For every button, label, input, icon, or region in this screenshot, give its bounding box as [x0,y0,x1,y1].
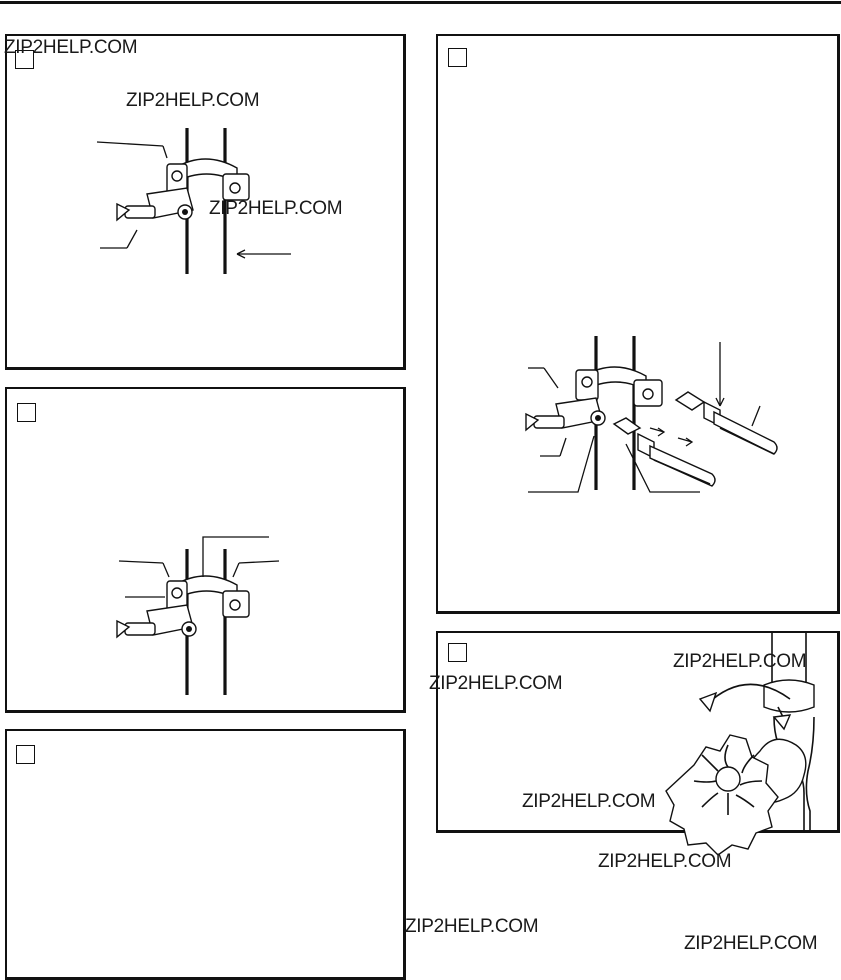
step-checkbox[interactable] [17,403,36,422]
watermark-text: ZIP2HELP.COM [684,933,818,954]
watermark-text: ZIP2HELP.COM [126,90,260,111]
watermark-text: ZIP2HELP.COM [4,37,138,58]
watermark-text: ZIP2HELP.COM [673,651,807,672]
watermark-text: ZIP2HELP.COM [429,673,563,694]
top-rule [0,1,841,4]
step-checkbox[interactable] [448,48,467,67]
instruction-panel-2 [5,387,406,713]
saddle-valve-gasket-illustration [116,536,280,695]
instruction-panel-3 [5,729,406,980]
shutoff-valve-illustration [665,633,815,856]
instruction-panel-5 [436,631,840,856]
watermark-text: ZIP2HELP.COM [405,916,539,937]
watermark-text: ZIP2HELP.COM [522,791,656,812]
step-checkbox[interactable] [16,745,35,764]
watermark-text: ZIP2HELP.COM [598,851,732,872]
step-checkbox[interactable] [15,50,34,69]
watermark-text: ZIP2HELP.COM [209,198,343,219]
saddle-valve-illustration [96,128,291,274]
instruction-panel-1 [5,34,406,370]
step-checkbox[interactable] [448,643,467,662]
compression-fitting-illustration [525,336,778,493]
instruction-panel-4 [436,34,840,614]
